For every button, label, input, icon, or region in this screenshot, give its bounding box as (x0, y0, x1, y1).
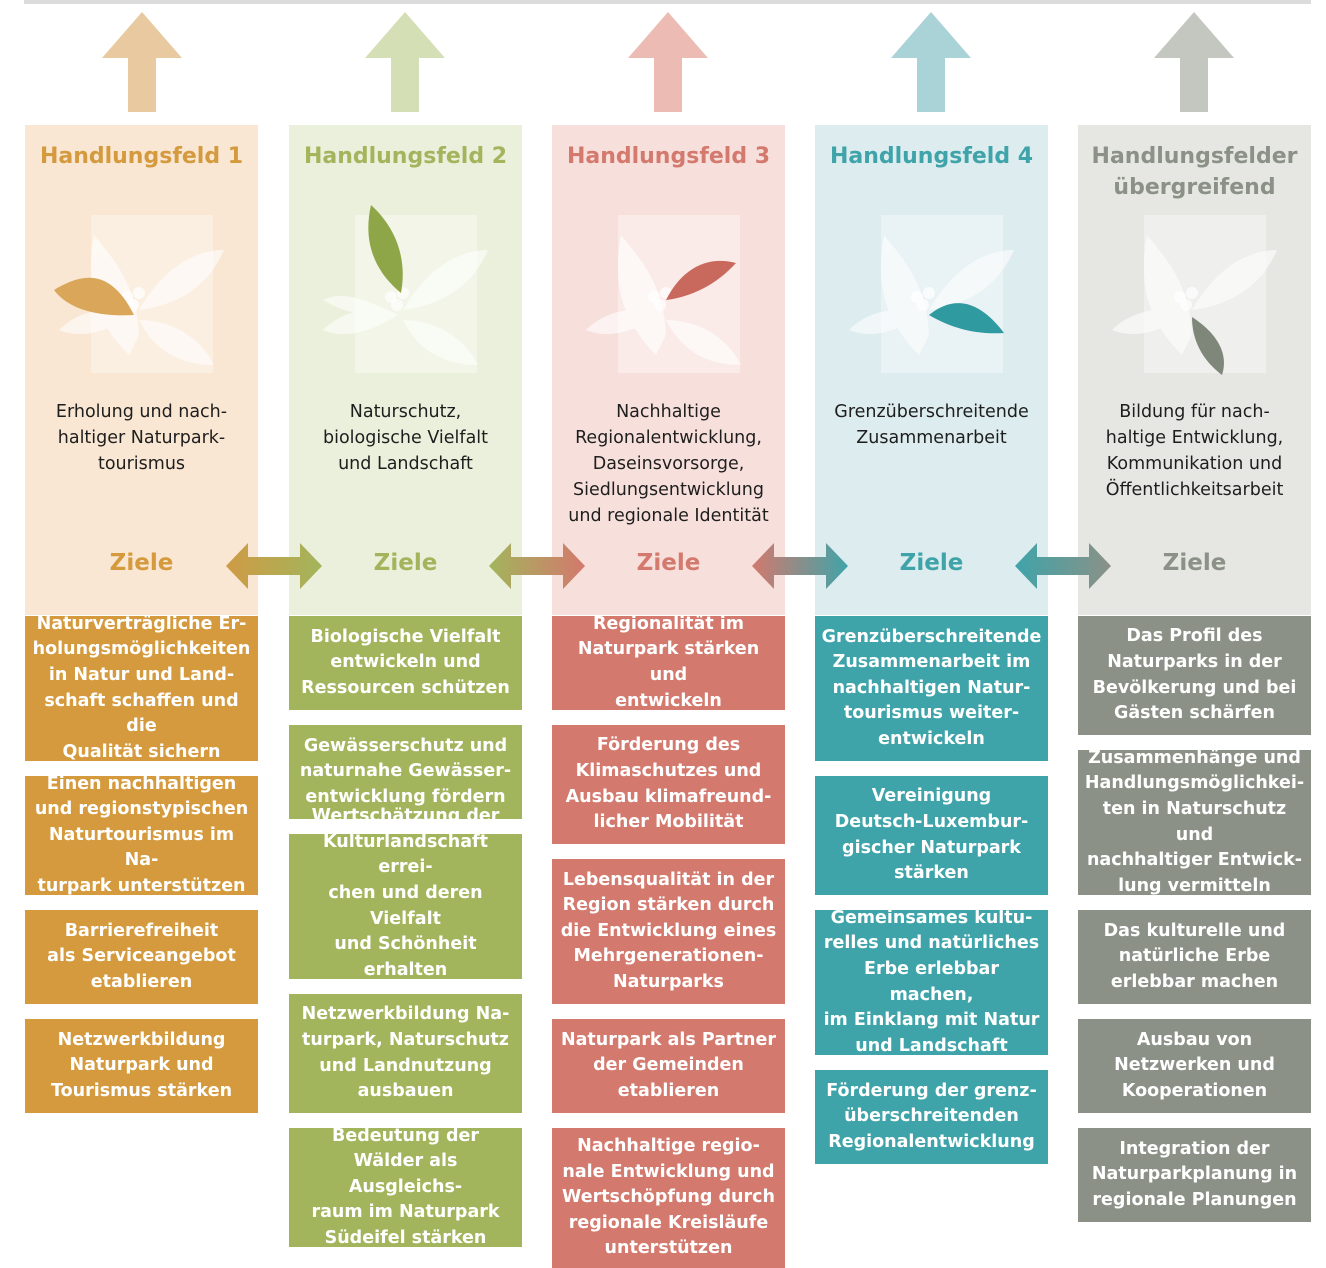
goal-box: Netzwerkbildung Naturpark und Tourismus … (25, 1019, 258, 1113)
up-arrow-shape (102, 12, 182, 112)
up-arrow-3 (628, 12, 708, 112)
goal-box: Barrierefreiheit als Serviceangebot etab… (25, 910, 258, 1004)
up-arrow-shape (365, 12, 445, 112)
goal-box: Einen nachhaltigen und regionstypischen … (25, 774, 258, 896)
goal-box: Wertschätzung der Kulturlandschaft errei… (289, 806, 522, 1005)
goal-box: Das kulturelle und natürliche Erbe erleb… (1078, 910, 1311, 1004)
goal-box: Grenzüberschreitende Zusammenarbeit im n… (815, 616, 1048, 761)
up-arrow-4 (891, 12, 971, 112)
column-description: Nachhaltige Regionalentwicklung, Daseins… (568, 402, 769, 526)
column-description: Erholung und nach- haltiger Naturpark- t… (55, 402, 228, 474)
double-arrow-4-5 (1015, 543, 1111, 589)
column-description: Naturschutz, biologische Vielfalt und La… (322, 402, 489, 474)
goal-box: Nachhaltige regio- nale Entwicklung und … (552, 1128, 785, 1268)
goal-box: Bedeutung der Wälder als Ausgleichs- rau… (289, 1126, 522, 1248)
up-arrow-shape (891, 12, 971, 112)
double-arrow-1-2 (226, 543, 322, 589)
goal-box: Naturverträgliche Er- holungsmöglichkeit… (25, 614, 258, 762)
column-title: Handlungsfeld 3 (566, 144, 771, 169)
goal-box: Netzwerkbildung Na- turpark, Naturschutz… (289, 994, 522, 1113)
column-uebergreifend: Handlungsfelder übergreifend Bildung für… (1078, 125, 1311, 615)
goal-box: Förderung der grenz- überschreitenden Re… (815, 1070, 1048, 1164)
goal-box: Gewässerschutz und naturnahe Gewässer- e… (289, 725, 522, 819)
goal-box: Vereinigung Deutsch-Luxembur- gischer Na… (815, 776, 1048, 895)
double-arrow-3-4 (752, 543, 848, 589)
column-title: Handlungsfelder übergreifend (1091, 144, 1298, 200)
goal-box: Integration der Naturparkplanung in regi… (1078, 1128, 1311, 1222)
goals-label: Ziele (373, 550, 438, 576)
column-description: Bildung für nach- haltige Entwicklung, K… (1105, 402, 1284, 500)
up-arrow-shape (1154, 12, 1234, 112)
column-handlungsfeld-1: Handlungsfeld 1 Erholung und nach- halti… (25, 125, 258, 615)
goal-box: Regionalität im Naturpark stärken und en… (552, 614, 785, 711)
column-title: Handlungsfeld 1 (39, 144, 244, 169)
up-arrow-1 (102, 12, 182, 112)
goals-label: Ziele (109, 550, 174, 576)
column-handlungsfeld-2: Handlungsfeld 2 Naturschutz, biologische… (289, 125, 522, 615)
goal-box: Lebensqualität in der Region stärken dur… (552, 859, 785, 1004)
up-arrow-2 (365, 12, 445, 112)
up-arrow-5 (1154, 12, 1234, 112)
goal-box: Zusammenhänge und Handlungsmöglichkei- t… (1078, 748, 1311, 896)
column-handlungsfeld-4: Handlungsfeld 4 Grenzüberschreitende Zus… (815, 125, 1048, 615)
column-title: Handlungsfeld 2 (303, 144, 508, 169)
goal-box: Das Profil des Naturparks in der Bevölke… (1078, 616, 1311, 735)
holly-leaf-icon (323, 205, 488, 373)
holly-leaf-icon (849, 215, 1014, 373)
goals-label: Ziele (899, 550, 964, 576)
top-divider-line (24, 0, 1311, 4)
column-description: Grenzüberschreitende Zusammenarbeit (834, 402, 1029, 448)
goal-box: Naturpark als Partner der Gemeinden etab… (552, 1019, 785, 1113)
goal-box: Gemeinsames kultu- relles und natürliche… (815, 908, 1048, 1056)
up-arrow-shape (628, 12, 708, 112)
double-arrow-2-3 (489, 543, 585, 589)
goal-box: Ausbau von Netzwerken und Kooperationen (1078, 1019, 1311, 1113)
goal-box: Biologische Vielfalt entwickeln und Ress… (289, 616, 522, 710)
holly-leaf-icon (1112, 215, 1277, 375)
goal-box: Förderung des Klimaschutzes und Ausbau k… (552, 725, 785, 844)
column-handlungsfeld-3: Handlungsfeld 3 Nachhaltige Regionalentw… (552, 125, 785, 615)
goals-label: Ziele (636, 550, 701, 576)
holly-leaf-icon (586, 215, 741, 373)
holly-leaf-icon (54, 215, 224, 373)
goals-label: Ziele (1162, 550, 1227, 576)
column-title: Handlungsfeld 4 (829, 144, 1034, 169)
